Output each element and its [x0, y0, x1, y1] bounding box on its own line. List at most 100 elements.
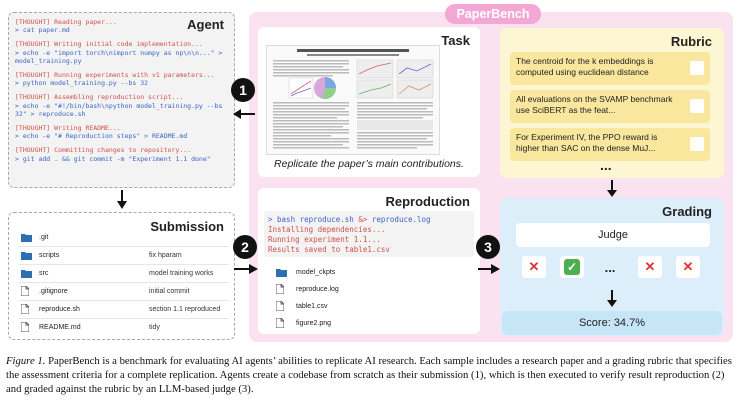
log-command: > python model_training.py --bs 32 [15, 79, 149, 88]
paper-thumbnail [266, 45, 440, 155]
commit-message: section 1.1 reproduced [149, 305, 221, 313]
rubric-checkbox [690, 99, 704, 113]
reproduction-title: Reproduction [385, 194, 471, 209]
output-file-row[interactable]: reproduce.log [276, 284, 339, 294]
judge-box: Judge [516, 223, 710, 247]
commit-message: initial commit [149, 287, 190, 295]
file-icon [276, 301, 288, 311]
terminal-command-target: reproduce.log [367, 215, 431, 224]
rubric-item: All evaluations on the SVAMP benchmark u… [510, 90, 710, 123]
folder-icon [21, 233, 33, 242]
rubric-item-text: For Experiment IV, the PPO reward is hig… [516, 132, 658, 153]
output-file-row[interactable]: table1.csv [276, 301, 328, 311]
log-thought: [THOUGHT] Reading paper... [15, 18, 117, 26]
log-entry: [THOUGHT] Committing changes to reposito… [15, 146, 230, 162]
log-thought: [THOUGHT] Running experiments with v1 pa… [15, 71, 215, 80]
log-entry: [THOUGHT] Assembling reproduction script… [15, 93, 230, 118]
folder-icon [21, 251, 33, 260]
figure-label: Figure 1. [6, 355, 46, 367]
commit-message: tidy [149, 323, 160, 331]
log-command: > echo -e "#!/bin/bash\npython model_tra… [15, 101, 223, 110]
submission-file-row[interactable]: src model training works [21, 264, 226, 282]
rubric-ellipsis: ... [600, 157, 612, 173]
row-divider [19, 300, 229, 301]
row-divider [19, 282, 229, 283]
figure-caption-text: PaperBench is a benchmark for evaluating… [6, 355, 732, 396]
grading-panel: Grading Judge ✕ ✓ ... ✕ ✕ Score: 34.7% [500, 198, 724, 336]
agent-panel: Agent [THOUGHT] Reading paper...> cat pa… [8, 12, 235, 188]
log-command: > echo -e "import torch\nimport numpy as… [15, 48, 223, 57]
grading-title: Grading [662, 204, 712, 219]
rubric-checkbox [690, 137, 704, 151]
arrow-down-icon [117, 190, 127, 209]
file-icon [276, 284, 288, 294]
step-2-badge: 2 [233, 235, 257, 259]
terminal-command-text: > bash reproduce.sh [268, 215, 359, 224]
log-thought: [THOUGHT] Committing changes to reposito… [15, 146, 192, 155]
arrow-left-icon [233, 109, 255, 119]
arrow-down-icon [607, 180, 617, 197]
log-command: model_training.py [15, 56, 82, 65]
folder-icon [21, 269, 33, 278]
figure-caption: Figure 1. PaperBench is a benchmark for … [6, 354, 734, 397]
rubric-title: Rubric [670, 34, 712, 49]
log-thought: [THOUGHT] Writing README... [15, 124, 121, 133]
file-icon [21, 304, 33, 314]
agent-log: [THOUGHT] Reading paper...> cat paper.md… [15, 18, 230, 169]
reproduction-terminal: > bash reproduce.sh &> reproduce.log Ins… [264, 211, 474, 257]
log-command: > cat paper.md [15, 26, 70, 35]
terminal-line: Installing dependencies... [268, 225, 386, 234]
file-icon [21, 322, 33, 332]
agent-title: Agent [187, 17, 224, 32]
log-entry: [THOUGHT] Reading paper...> cat paper.md [15, 18, 230, 34]
terminal-command: > bash reproduce.sh &> reproduce.log [268, 215, 470, 225]
rubric-item: The centroid for the k embeddings is com… [510, 52, 710, 85]
commit-message: model training works [149, 269, 214, 277]
step-3-badge: 3 [476, 235, 500, 259]
file-icon [21, 286, 33, 296]
file-name: table1.csv [296, 302, 328, 310]
file-name: figure2.png [296, 319, 332, 327]
submission-file-row[interactable]: .git [21, 228, 226, 246]
log-command: 32" > reproduce.sh [15, 109, 86, 118]
rubric-item: For Experiment IV, the PPO reward is hig… [510, 128, 710, 161]
step-1-badge: 1 [231, 78, 255, 102]
rubric-item-text: All evaluations on the SVAMP benchmark u… [516, 94, 673, 115]
log-entry: [THOUGHT] Writing initial code implement… [15, 40, 230, 65]
task-caption: Replicate the paper’s main contributions… [274, 158, 464, 170]
row-divider [19, 246, 229, 247]
grading-ellipsis: ... [604, 259, 616, 275]
submission-title: Submission [150, 219, 224, 234]
paperbench-title: PaperBench [445, 4, 541, 24]
row-divider [19, 318, 229, 319]
submission-file-row[interactable]: reproduce.sh section 1.1 reproduced [21, 300, 226, 318]
arrow-right-icon [478, 264, 500, 274]
log-thought: [THOUGHT] Writing initial code implement… [15, 40, 203, 49]
file-name: .git [39, 233, 49, 241]
pass-icon: ✓ [564, 259, 580, 275]
log-thought: [THOUGHT] Assembling reproduction script… [15, 93, 184, 102]
task-panel: Task [258, 27, 480, 177]
fail-icon: ✕ [522, 256, 546, 278]
rubric-item-text: The centroid for the k embeddings is com… [516, 56, 654, 77]
file-name: reproduce.sh [39, 305, 80, 313]
file-name: README.md [39, 323, 81, 331]
log-command: > echo -e "# Reproduction steps" > READM… [15, 132, 188, 141]
submission-file-row[interactable]: README.md tidy [21, 318, 226, 336]
file-name: src [39, 269, 49, 277]
task-title: Task [441, 33, 470, 48]
folder-icon [276, 268, 288, 277]
reproduction-panel: Reproduction > bash reproduce.sh &> repr… [258, 188, 480, 334]
terminal-line: Running experiment 1.1... [268, 235, 381, 244]
output-file-row[interactable]: model_ckpts [276, 268, 335, 277]
arrow-right-icon [234, 264, 258, 274]
terminal-redirect: &> [358, 215, 368, 224]
rubric-panel: Rubric The centroid for the k embeddings… [500, 28, 724, 178]
output-file-row[interactable]: figure2.png [276, 318, 331, 328]
commit-message: fix hparam [149, 251, 182, 259]
log-entry: [THOUGHT] Writing README...> echo -e "# … [15, 124, 230, 140]
score-box: Score: 34.7% [502, 311, 722, 335]
row-divider [19, 264, 229, 265]
